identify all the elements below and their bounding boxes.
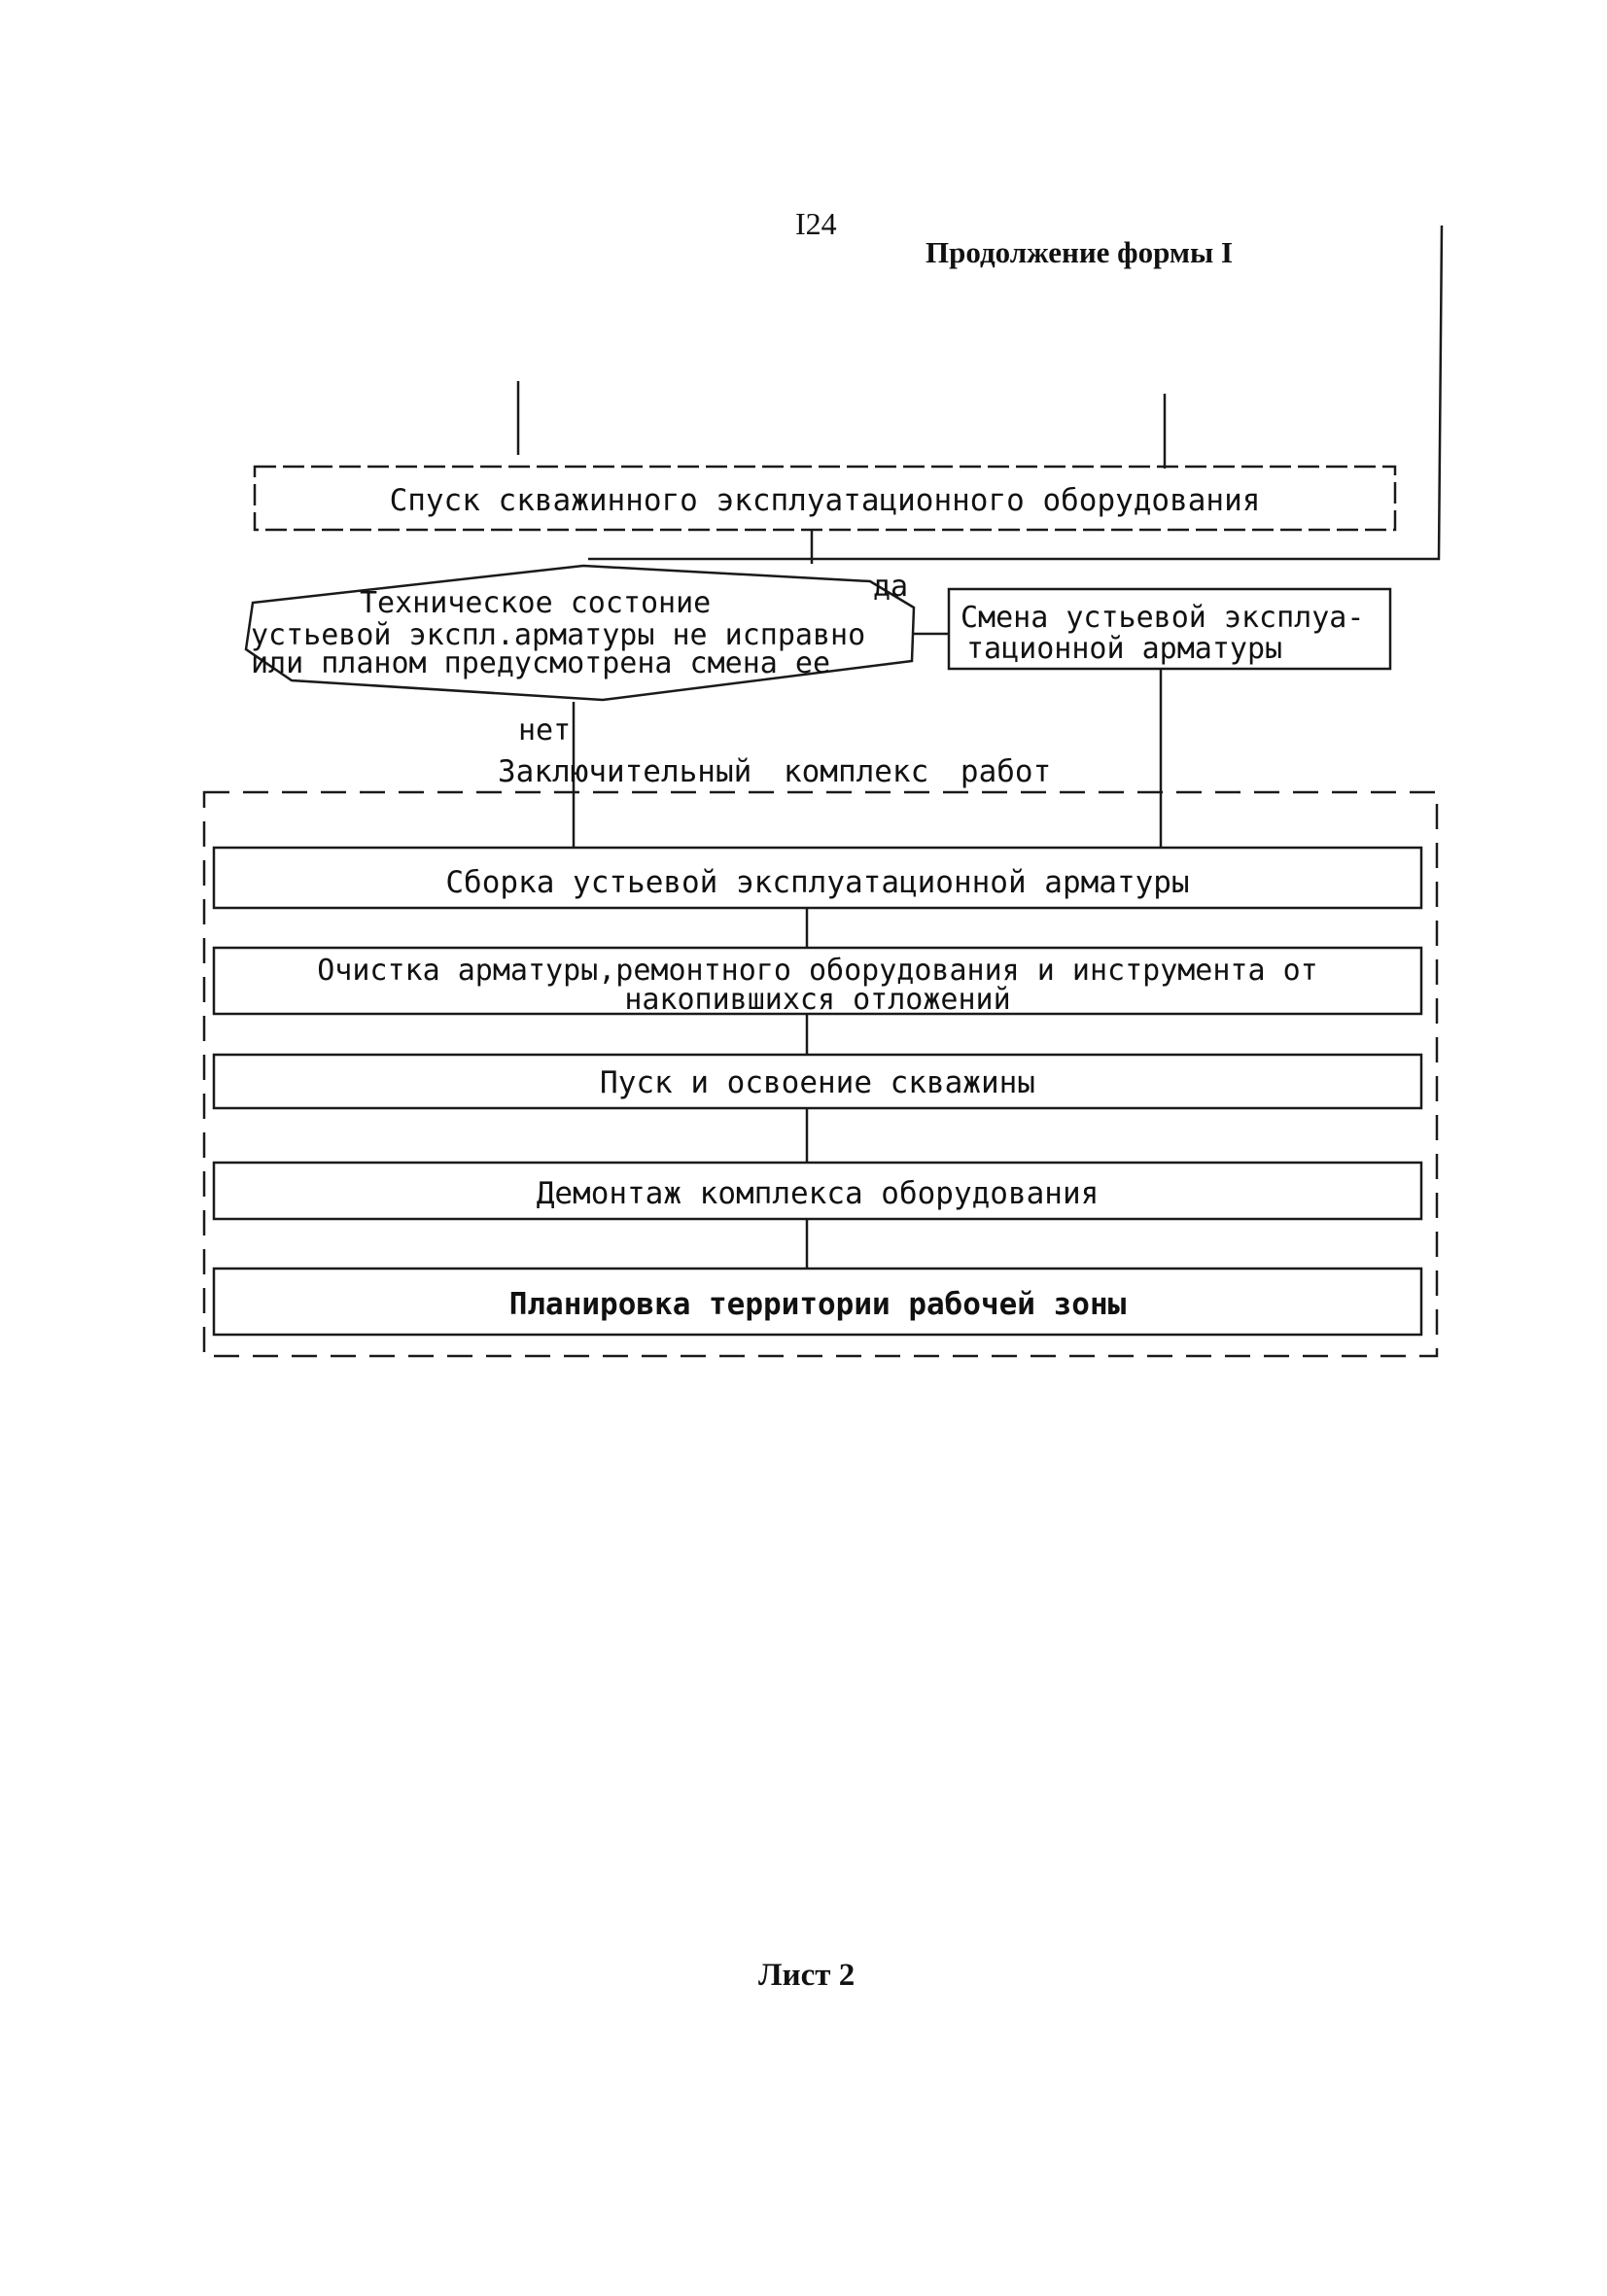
final-group-title: Заключительный комплекс работ: [498, 754, 1052, 789]
start-box: [212, 1053, 1423, 1110]
page-number: I24: [795, 206, 837, 241]
cleaning-label-line2: накопившихся отложений: [624, 983, 1011, 1017]
cleaning-box: [212, 946, 1423, 1016]
cleaning-label-line1: Очистка арматуры,ремонтного оборудования…: [317, 954, 1318, 988]
assembly-label: Сборка устьевой эксплуатационной арматур…: [445, 865, 1190, 900]
decision-label-line3: или планом предусмотрена смена ее: [251, 646, 831, 680]
decision-shape: [244, 564, 916, 702]
dismantle-label: Демонтаж комплекса оборудования: [536, 1176, 1100, 1211]
planning-label: Планировка территории рабочей зоны: [508, 1287, 1127, 1322]
replace-label-line2: тационной арматуры: [966, 632, 1283, 666]
start-label: Пуск и освоение скважины: [600, 1065, 1035, 1100]
replace-label-line1: Смена устьевой эксплуа-: [961, 601, 1365, 635]
replace-box: [947, 587, 1392, 671]
lowering-label: Спуск скважинного эксплуатационного обор…: [389, 483, 1261, 518]
no-label: нет: [518, 713, 572, 748]
sheet-label: Лист 2: [758, 1958, 856, 1993]
lowering-box: [253, 465, 1397, 532]
loop-back-line: [588, 225, 1444, 561]
assembly-box: [212, 846, 1423, 910]
continuation-note: Продолжение формы I: [926, 235, 1234, 269]
planning-box: [212, 1267, 1423, 1337]
decision-label-line2: устьевой экспл.арматуры не исправно: [251, 618, 866, 652]
final-group-frame: [202, 790, 1439, 1358]
decision-label-line1: Техническое состоние: [360, 586, 712, 620]
yes-label: да: [873, 570, 909, 604]
dismantle-box: [212, 1161, 1423, 1221]
